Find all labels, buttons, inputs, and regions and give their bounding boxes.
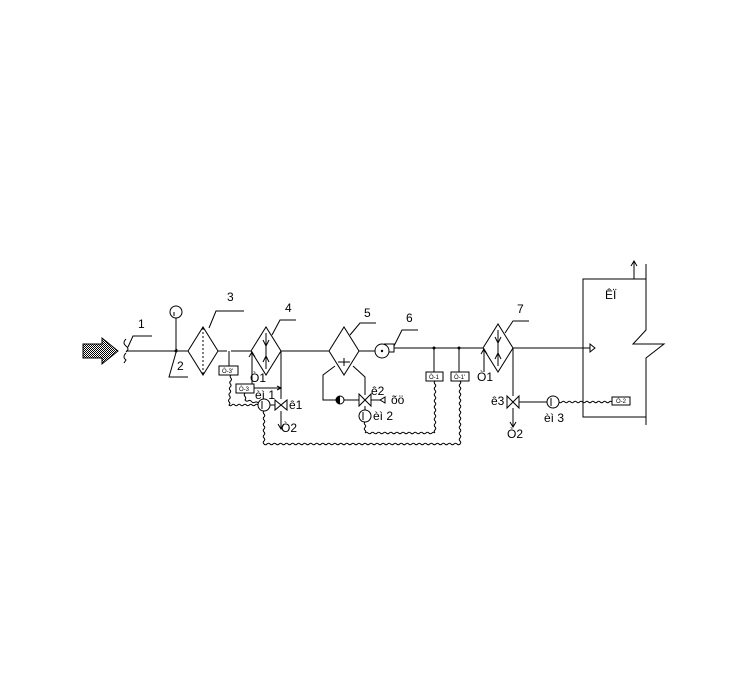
sensor-t2: Ò-2 [611, 396, 631, 406]
svg-text:Ò-3: Ò-3 [239, 386, 250, 393]
room-label: ÊÏ [605, 287, 617, 302]
signal-line [262, 380, 462, 446]
actuator-2-label: èì 2 [373, 409, 393, 423]
sensor-t3: Ò-3 [235, 383, 255, 394]
supply-diffuser-icon [589, 342, 596, 354]
heater2-label: 7 [517, 302, 524, 316]
signal-line [228, 374, 259, 407]
heater-7: 7 Ò1 ê3 Ò2 èì 3 [477, 302, 596, 441]
valve-1-icon [274, 398, 288, 412]
signal-line [558, 400, 613, 404]
damper-label: 1 [138, 317, 145, 331]
sensor-t1-prime: Ò-1' [450, 371, 470, 382]
signal-line [363, 380, 437, 435]
sensor-t1: Ò-1 [425, 371, 444, 382]
heater1-return-label: Ò2 [281, 420, 297, 435]
heater-4: 4 Ò1 ê1 Ò2 èì 1 [248, 301, 359, 435]
actuator-2-icon [358, 409, 372, 423]
valve-1-label: ê1 [289, 398, 303, 412]
filter-3: 3 [187, 290, 244, 376]
heater2-supply-label: Ò1 [477, 369, 493, 384]
filter-label: 3 [227, 290, 234, 304]
fan-label: 6 [406, 311, 413, 325]
valve-2-icon [358, 392, 372, 408]
signal-line [243, 392, 259, 404]
room: ÊÏ Ò-2 [582, 260, 666, 425]
cooler-label: 5 [364, 306, 371, 320]
cooler-5: 5 ê2 õö èì 2 [322, 306, 405, 423]
valve-3-icon [506, 394, 520, 410]
actuator-1-label: èì 1 [255, 388, 275, 402]
svg-text:Ò-1: Ò-1 [429, 374, 440, 381]
actuator-3-label: èì 3 [544, 411, 564, 425]
fan-6: 6 [359, 311, 483, 359]
mixing-label: 2 [177, 359, 184, 373]
heater1-supply-label: Ò1 [250, 370, 266, 385]
air-inlet-arrow-icon [82, 336, 119, 366]
damper-1: 1 [123, 317, 251, 364]
mixing-damper-2: 2 [168, 305, 188, 378]
cooler-medium-label: õö [391, 393, 405, 407]
heater1-label: 4 [285, 301, 292, 315]
svg-text:Ò-2: Ò-2 [616, 398, 627, 405]
actuator-3-icon [546, 395, 560, 409]
valve-3-label: ê3 [491, 394, 505, 408]
svg-text:Ò-3': Ò-3' [222, 368, 233, 375]
sensor-t3-prime: Ò-3' [218, 365, 239, 376]
heater2-return-label: Ò2 [507, 426, 523, 441]
control-signal-lines [228, 374, 613, 446]
valve-2-label: ê2 [371, 384, 385, 398]
recirculation-sensor-icon [169, 305, 183, 319]
svg-text:Ò-1': Ò-1' [454, 374, 465, 381]
